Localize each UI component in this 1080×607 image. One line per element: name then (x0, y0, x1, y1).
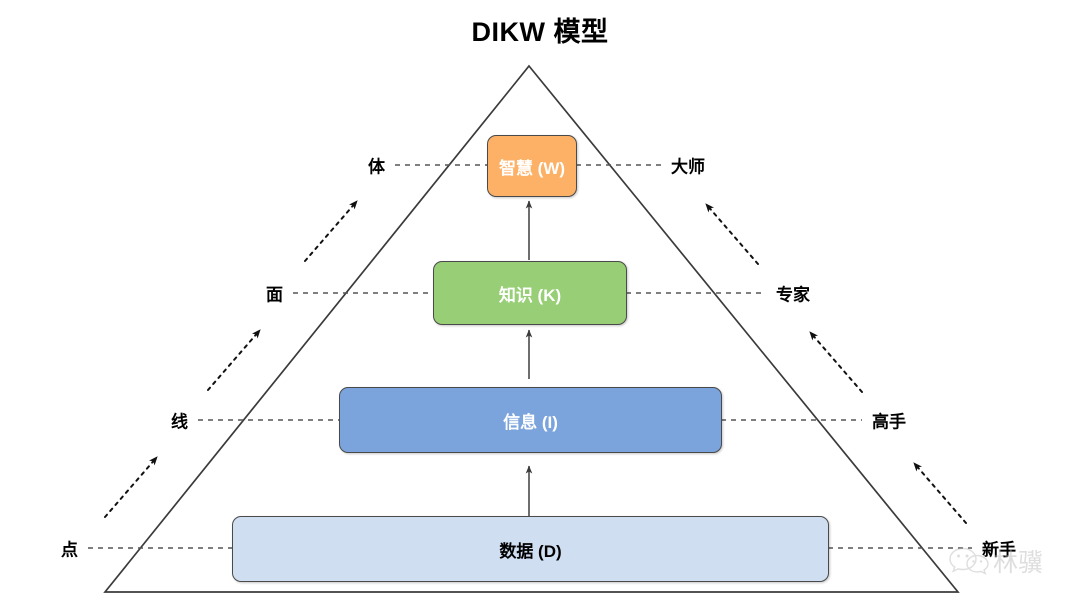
right-label-xinshou: 新手 (982, 540, 1016, 560)
pyramid-layer-wisdom-label: 智慧 (W) (498, 158, 566, 178)
pyramid-layer-data-label: 数据 (D) (499, 541, 562, 561)
right-leader-lines (576, 164, 972, 549)
left-leader-lines (88, 164, 487, 549)
left-label-ti: 体 (368, 157, 385, 177)
left-label-dian: 点 (61, 540, 78, 560)
left-progress-arrows (104, 200, 358, 518)
watermark: 林骥 (948, 543, 1043, 579)
pyramid-layer-information[interactable]: 信息 (I) (339, 387, 722, 453)
right-label-dashi: 大师 (671, 157, 705, 177)
pyramid-layer-wisdom[interactable]: 智慧 (W) (487, 135, 577, 197)
pyramid-layer-knowledge-label: 知识 (K) (498, 285, 562, 305)
right-label-gaoshou: 高手 (872, 412, 906, 432)
right-progress-arrows (705, 203, 967, 524)
pyramid-layer-data[interactable]: 数据 (D) (232, 516, 829, 582)
pyramid-layer-information-label: 信息 (I) (503, 412, 558, 432)
pyramid-outline (103, 64, 960, 593)
page-title: DIKW 模型 (471, 17, 609, 47)
left-label-mian: 面 (266, 285, 283, 305)
wechat-icon (949, 547, 989, 575)
watermark-text: 林骥 (993, 548, 1044, 577)
left-label-xian: 线 (171, 412, 188, 432)
pyramid-layer-knowledge[interactable]: 知识 (K) (433, 261, 627, 325)
right-label-zhuanjia: 专家 (776, 285, 810, 305)
